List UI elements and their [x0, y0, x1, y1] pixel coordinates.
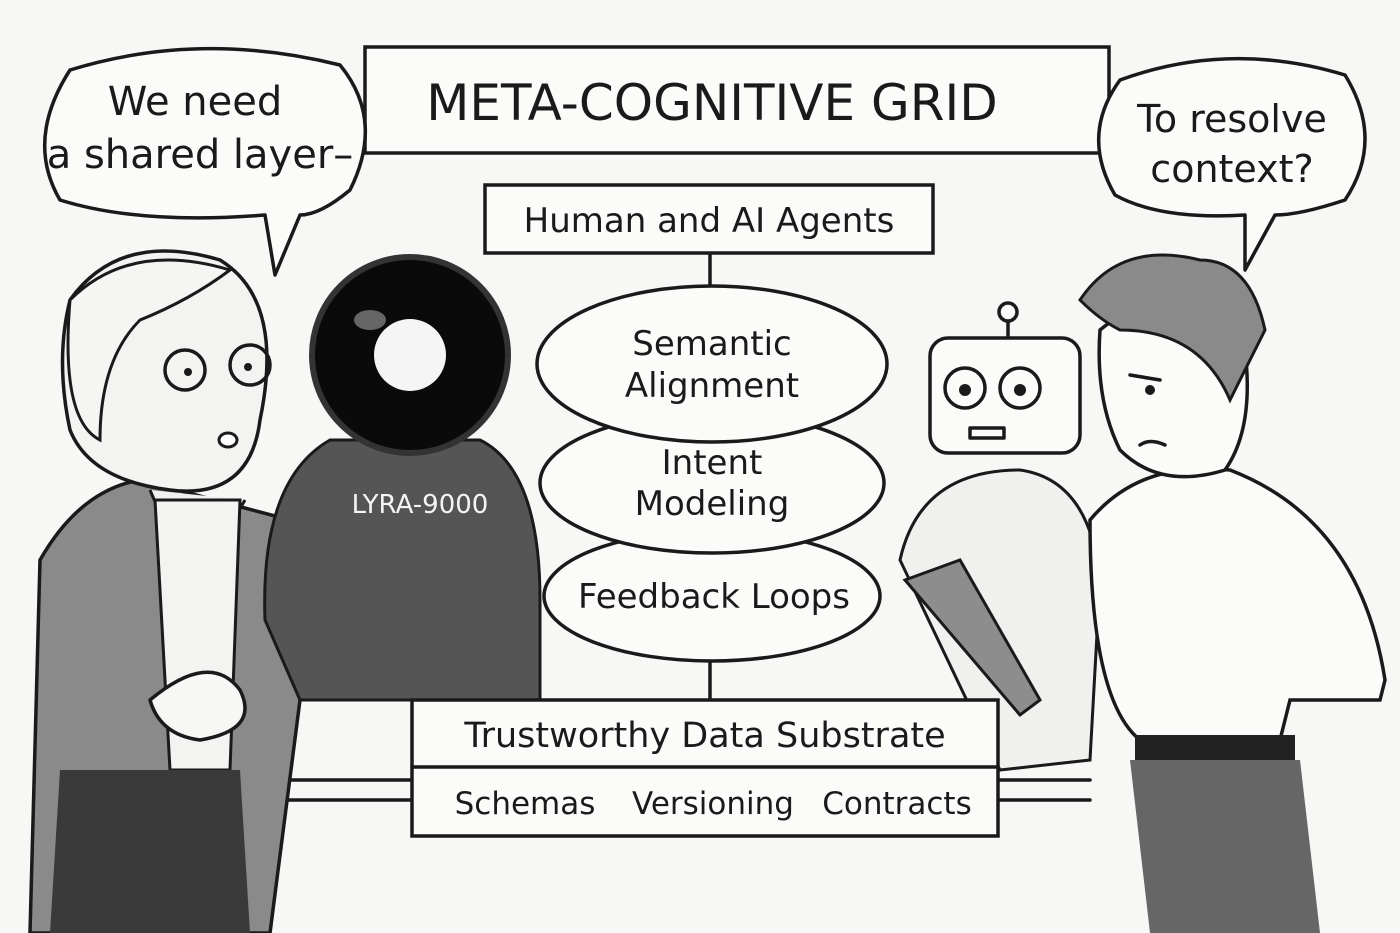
substrate-item-schemas: Schemas [455, 786, 596, 822]
woman-character [28, 249, 474, 933]
diagram: Human and AI Agents Feedback Loops Inten… [410, 183, 1000, 838]
speech-bubble-left: We need a shared layer– [42, 46, 368, 277]
man-character [1078, 253, 1387, 933]
substrate-item-versioning: Versioning [632, 786, 794, 822]
intent-label-1: Intent [662, 443, 763, 483]
title-banner: META-COGNITIVE GRID [363, 45, 1111, 155]
substrate-item-contracts: Contracts [822, 786, 972, 822]
intent-label-2: Modeling [635, 484, 790, 524]
ellipse-semantic-alignment [535, 284, 889, 444]
semantic-label-1: Semantic [632, 324, 791, 364]
helper-robot [898, 301, 1102, 772]
title-text: META-COGNITIVE GRID [426, 74, 997, 132]
speech-bubble-right: To resolve context? [1097, 56, 1367, 272]
feedback-loops-label: Feedback Loops [578, 577, 850, 617]
speech-right-line2: context? [1150, 147, 1313, 191]
robot-label: LYRA-9000 [352, 490, 489, 520]
agents-box-label: Human and AI Agents [524, 201, 895, 241]
speech-left-line2: a shared layer– [47, 132, 354, 178]
substrate-label: Trustworthy Data Substrate [463, 716, 945, 756]
speech-right-line1: To resolve [1136, 97, 1327, 141]
semantic-label-2: Alignment [625, 366, 799, 406]
speech-left-line1: We need [108, 79, 283, 125]
lyra-robot: LYRA-9000 [263, 254, 542, 702]
